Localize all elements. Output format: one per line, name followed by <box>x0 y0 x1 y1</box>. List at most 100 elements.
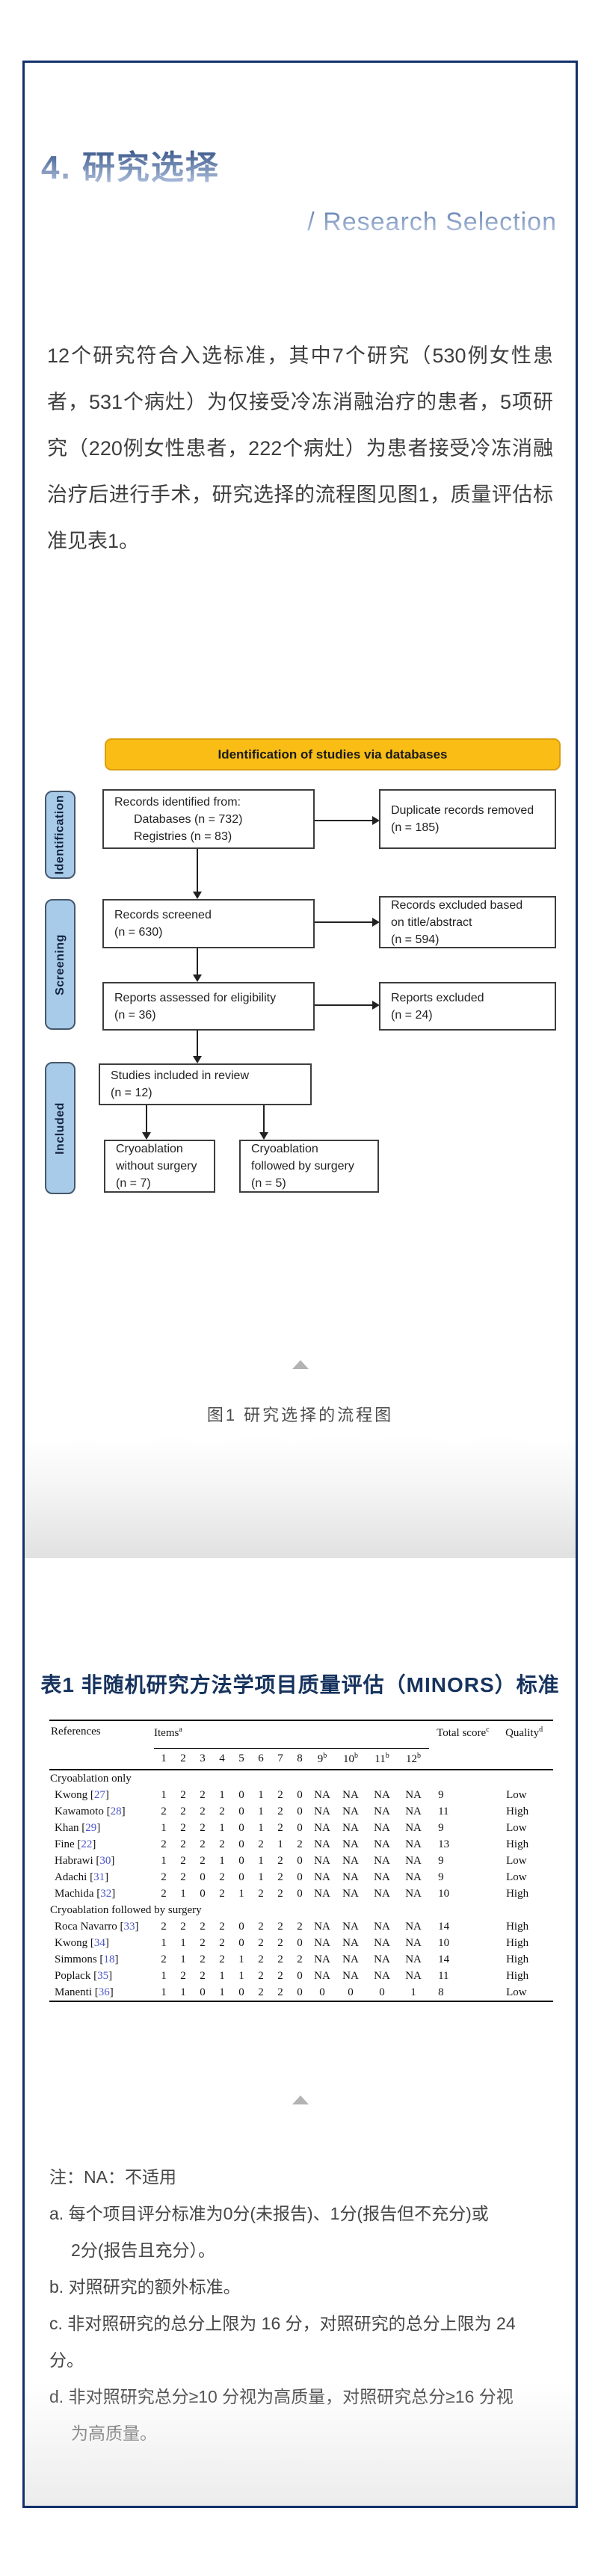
note-line: b. 对照研究的额外标准。 <box>49 2277 241 2297</box>
box-cryoablation-followed-by-surgery: Cryoablation followed by surgery (n = 5) <box>239 1140 379 1193</box>
total-score-cell: 8 <box>429 1984 494 2002</box>
quality-cell: High <box>506 1920 529 1933</box>
stage-label-screening: Screening <box>45 899 75 1030</box>
score-cell: NA <box>314 1821 330 1834</box>
score-cell: 1 <box>219 1854 225 1867</box>
total-score-cell: 9 <box>438 1788 444 1801</box>
arrow-down-icon <box>193 849 202 899</box>
score-cell: NA <box>374 1854 390 1867</box>
total-score-cell: 10 <box>438 1936 450 1949</box>
reference-link[interactable]: 28 <box>110 1805 122 1817</box>
score-cell: 0 <box>297 1936 303 1949</box>
score-cell: 2 <box>219 1871 225 1883</box>
score-cell: NA <box>405 1805 422 1817</box>
score-cell: 1 <box>180 1936 186 1949</box>
quality-cell: High <box>506 1953 529 1965</box>
score-cell: 0 <box>200 1871 206 1883</box>
score-cell: NA <box>405 1920 422 1933</box>
reference-cell: Simmons [18] <box>55 1953 119 1965</box>
column-header-total-score: Total scorec <box>429 1720 494 1770</box>
score-cell: 2 <box>161 1887 167 1900</box>
score-cell: 2 <box>277 1871 283 1883</box>
score-cell: 0 <box>366 1984 398 2002</box>
score-cell: 2 <box>161 1838 167 1850</box>
score-cell: 0 <box>297 1805 303 1817</box>
score-cell: NA <box>342 1953 359 1965</box>
score-cell: 2 <box>200 1920 206 1933</box>
score-cell: NA <box>314 1788 330 1801</box>
quality-cell: Low <box>506 1871 527 1883</box>
reference-cell: Fine [22] <box>55 1838 96 1850</box>
reference-link[interactable]: 30 <box>99 1854 111 1867</box>
score-cell: NA <box>405 1953 422 1965</box>
reference-link[interactable]: 29 <box>85 1821 97 1834</box>
score-cell: 1 <box>161 1821 167 1834</box>
score-cell: 0 <box>238 1920 244 1933</box>
minors-table: References Itemsa Total scorec Qualityd … <box>49 1720 554 2002</box>
reference-link[interactable]: 33 <box>123 1920 135 1933</box>
column-header-references: References <box>49 1720 154 1770</box>
score-cell: 1 <box>219 1821 225 1834</box>
score-cell: 2 <box>161 1805 167 1817</box>
item-column-header: 11b <box>366 1748 398 1770</box>
collapse-triangle-icon[interactable] <box>292 1360 309 1369</box>
score-cell: NA <box>342 1838 359 1850</box>
arrow-down-icon <box>193 948 202 982</box>
score-cell: NA <box>342 1871 359 1883</box>
note-line: 2分(报告且充分）。 <box>71 2240 215 2260</box>
collapse-triangle-icon[interactable] <box>292 2095 309 2104</box>
reference-cell: Kwong [34] <box>55 1936 109 1949</box>
total-score-cell: 14 <box>438 1920 450 1933</box>
score-cell: 0 <box>200 1887 206 1900</box>
score-cell: 2 <box>277 1953 283 1965</box>
score-cell: 1 <box>212 1984 232 2002</box>
score-cell: 2 <box>219 1920 225 1933</box>
score-cell: 0 <box>309 1984 335 2002</box>
score-cell: 2 <box>200 1821 206 1834</box>
score-cell: NA <box>342 1920 359 1933</box>
score-cell: 1 <box>219 1788 225 1801</box>
reference-link[interactable]: 31 <box>93 1871 105 1883</box>
reference-link[interactable]: 36 <box>98 1986 110 1998</box>
stage-label-identification: Identification <box>45 791 75 879</box>
score-cell: NA <box>314 1854 330 1867</box>
score-cell: 1 <box>258 1805 264 1817</box>
score-cell: 0 <box>297 1821 303 1834</box>
score-cell: 1 <box>161 1854 167 1867</box>
score-cell: NA <box>342 1969 359 1982</box>
score-cell: 1 <box>161 1969 167 1982</box>
box-records-identified: Records identified from: Databases (n = … <box>102 789 315 849</box>
score-cell: 1 <box>398 1984 430 2002</box>
table-group-row: Cryoablation followed by surgery <box>49 1902 553 1918</box>
score-cell: 1 <box>238 1969 244 1982</box>
reference-link[interactable]: 32 <box>100 1887 112 1900</box>
table-group-label: Cryoablation only <box>50 1772 132 1785</box>
score-cell: 2 <box>297 1838 303 1850</box>
prisma-flow-diagram: Identification of studies via databases … <box>25 735 576 1220</box>
table-group-row: Cryoablation only <box>49 1770 553 1787</box>
score-cell: NA <box>342 1854 359 1867</box>
reference-link[interactable]: 34 <box>93 1936 105 1949</box>
reference-link[interactable]: 35 <box>97 1969 109 1982</box>
item-column-header: 12b <box>398 1748 430 1770</box>
box-studies-included: Studies included in review (n = 12) <box>99 1063 312 1105</box>
score-cell: 0 <box>290 1984 309 2002</box>
reference-link[interactable]: 18 <box>103 1953 115 1965</box>
reference-link[interactable]: 22 <box>81 1838 93 1850</box>
score-cell: NA <box>374 1838 390 1850</box>
score-cell: NA <box>374 1887 390 1900</box>
reference-cell: Khan [29] <box>55 1821 101 1834</box>
total-score-cell: 9 <box>438 1821 444 1834</box>
figure-caption: 图1 研究选择的流程图 <box>206 1406 394 1424</box>
item-column-header: 4 <box>212 1748 232 1770</box>
reference-link[interactable]: 27 <box>93 1788 105 1801</box>
score-cell: 2 <box>219 1936 225 1949</box>
score-cell: 0 <box>297 1854 303 1867</box>
